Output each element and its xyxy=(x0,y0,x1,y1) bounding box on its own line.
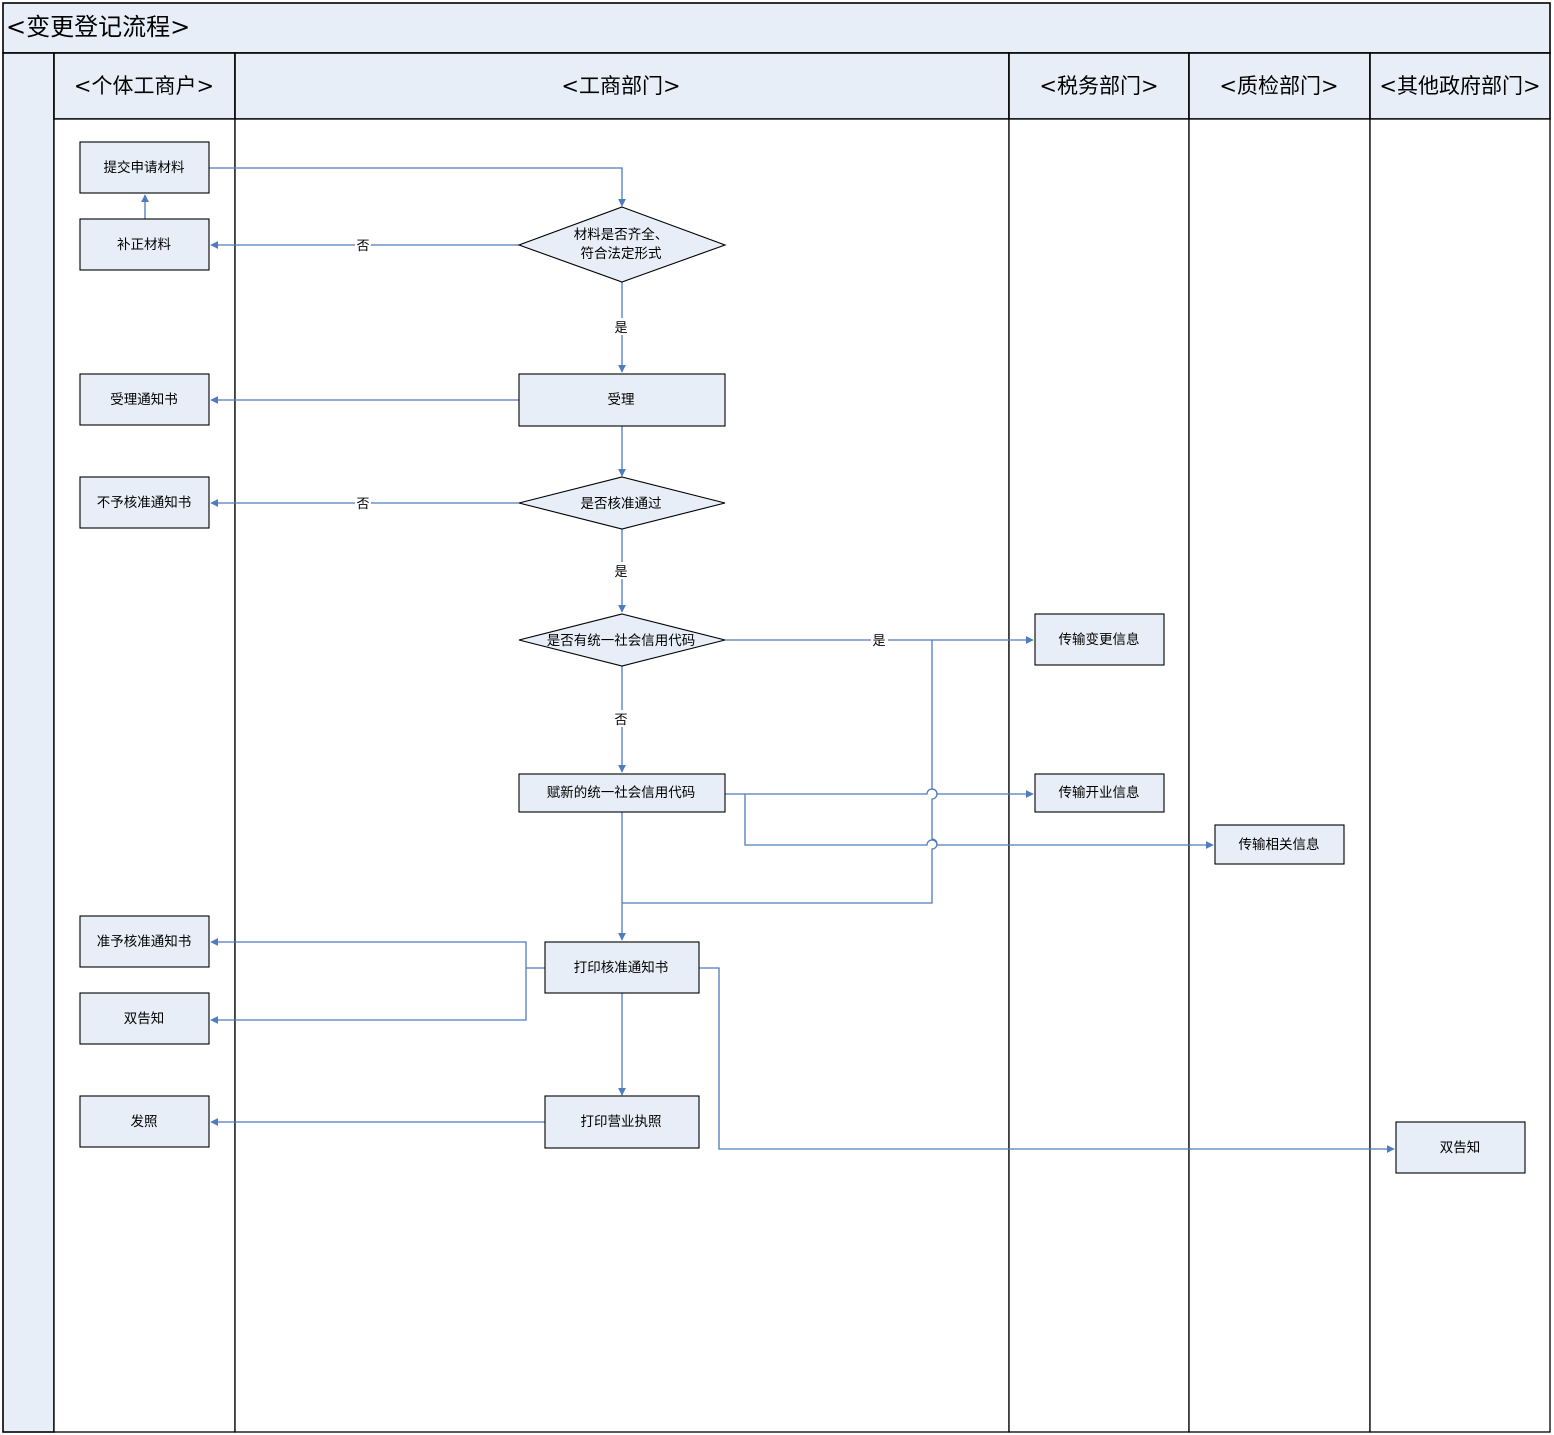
node-check-materials-label-1: 材料是否齐全、 xyxy=(574,226,669,243)
node-transfer-change xyxy=(1034,613,1165,666)
left-band xyxy=(2,52,55,1433)
lane-header-individual xyxy=(53,52,236,120)
node-submit-label: 提交申请材料 xyxy=(104,159,185,176)
edge-print-to-approve-notice xyxy=(210,938,545,969)
diagram-title: <变更登记流程> xyxy=(6,13,190,41)
lane-body-other xyxy=(1369,118,1551,1433)
node-accept-notice-label: 受理通知书 xyxy=(110,391,178,408)
lane-title-aic: <工商部门> xyxy=(561,74,680,98)
node-reject-notice-label: 不予核准通知书 xyxy=(97,494,192,511)
node-check-materials-label-2: 符合法定形式 xyxy=(581,246,662,262)
node-assign-code-label: 赋新的统一社会信用代码 xyxy=(547,785,696,801)
node-transfer-open xyxy=(1034,773,1165,813)
node-transfer-related xyxy=(1214,824,1345,865)
edge-print-to-double-notify-right xyxy=(699,967,1395,1153)
node-issue-license-label: 发照 xyxy=(131,1114,158,1130)
node-credit-code-question xyxy=(518,613,726,667)
node-approve-question-label: 是否核准通过 xyxy=(581,496,662,512)
edge-label-yes: 是 xyxy=(872,634,885,649)
node-accept-label: 受理 xyxy=(608,392,636,408)
lane-header-tax xyxy=(1008,52,1190,120)
node-print-notice-label: 打印核准通知书 xyxy=(574,959,669,976)
edge-assign-to-transfer-related xyxy=(744,794,1214,849)
node-double-notify-left xyxy=(79,992,210,1045)
node-print-license-label: 打印营业执照 xyxy=(581,1113,662,1130)
edge-label-no: 否 xyxy=(356,239,369,254)
node-check-materials xyxy=(517,206,727,283)
node-supplement-label: 补正材料 xyxy=(117,237,171,253)
node-print-notice xyxy=(544,941,700,994)
lane-body-individual xyxy=(53,118,236,1433)
node-print-license xyxy=(544,1095,700,1149)
edge-label-yes: 是 xyxy=(614,321,627,336)
edge-label-no: 否 xyxy=(614,713,627,728)
edge-labels: 否 是 否 是 是 否 xyxy=(355,236,888,728)
node-supplement xyxy=(79,218,210,271)
node-double-notify-left-label: 双告知 xyxy=(124,1010,165,1027)
edge-label-yes: 是 xyxy=(614,565,627,580)
node-approve-notice xyxy=(79,915,210,968)
node-accept-notice xyxy=(79,373,210,426)
lane-title-tax: <税务部门> xyxy=(1039,74,1158,98)
node-transfer-open-label: 传输开业信息 xyxy=(1059,784,1140,801)
lane-title-other: <其他政府部门> xyxy=(1379,74,1540,98)
node-accept xyxy=(518,373,726,427)
node-approve-notice-label: 准予核准通知书 xyxy=(97,933,192,950)
node-transfer-related-label: 传输相关信息 xyxy=(1239,836,1320,853)
lane-title-qc: <质检部门> xyxy=(1219,74,1338,98)
node-double-notify-right-label: 双告知 xyxy=(1440,1139,1481,1156)
node-submit xyxy=(79,141,210,194)
node-approve-question xyxy=(518,476,726,530)
node-reject-notice xyxy=(79,476,210,529)
lane-title-individual: <个体工商户> xyxy=(74,74,214,98)
node-double-notify-right xyxy=(1395,1121,1526,1174)
lane-body-qc xyxy=(1188,118,1371,1433)
edge-label-no: 否 xyxy=(356,497,369,512)
node-transfer-change-label: 传输变更信息 xyxy=(1059,631,1140,648)
title-bar xyxy=(2,2,1551,54)
lane-header-aic xyxy=(234,52,1010,120)
edge-assign-to-transfer-open xyxy=(725,788,1034,798)
node-issue-license xyxy=(79,1095,210,1148)
node-assign-code xyxy=(518,773,726,813)
edge-print-to-double-notify xyxy=(210,968,527,1024)
node-credit-code-question-label: 是否有统一社会信用代码 xyxy=(547,633,696,649)
edge-submit-to-check xyxy=(209,167,626,207)
